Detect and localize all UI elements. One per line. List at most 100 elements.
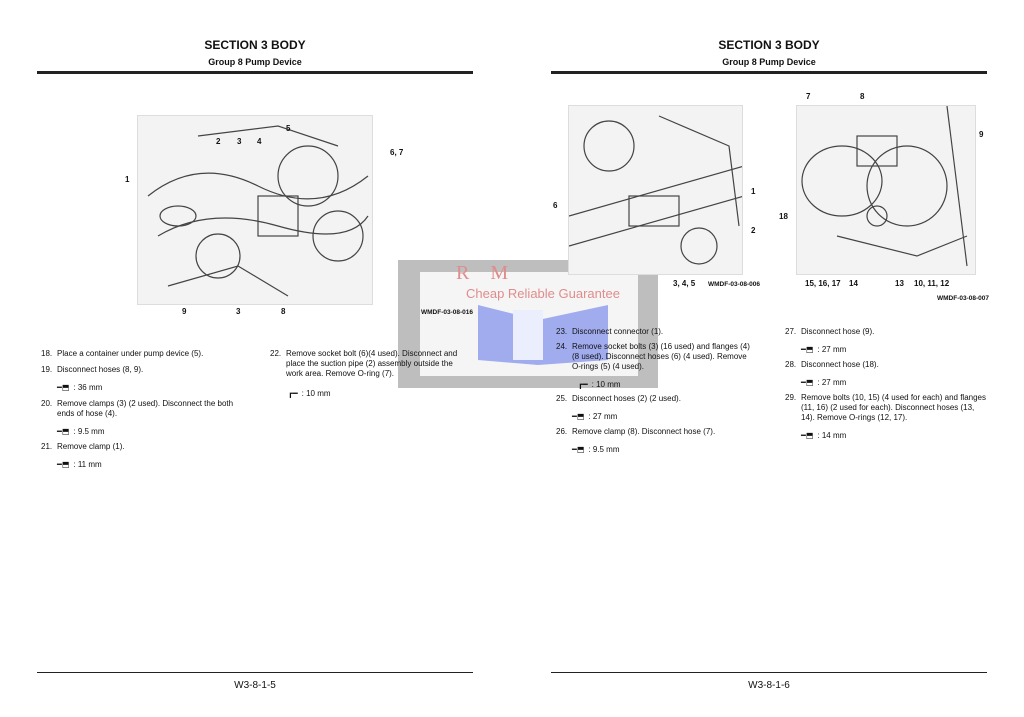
wrench-book-logo-icon — [478, 305, 608, 365]
step-25: 25. Disconnect hoses (2) (2 used). — [556, 394, 756, 404]
step-text: Disconnect connector (1). — [572, 327, 664, 336]
wrench-icon: ━⬒ — [57, 460, 70, 469]
step-20: 20. Remove clamps (3) (2 used). Disconnec… — [41, 399, 251, 419]
steps-col-4: 27.Disconnect hose (9). ━⬒: 27 mm 28.Dis… — [785, 327, 990, 440]
tool-size: : 36 mm — [73, 383, 103, 392]
steps-col-1: 18.Place a container under pump device (… — [41, 349, 251, 469]
callout-9: 9 — [979, 130, 984, 139]
pump-rear-illustration — [796, 105, 976, 275]
tool-size: : 9.5 mm — [588, 445, 620, 454]
callout-9: 9 — [182, 307, 187, 316]
steps-col-3: 23.Disconnect connector (1). 24. Remove s… — [556, 327, 756, 454]
header-rule — [37, 71, 473, 74]
wrench-icon: ━⬒ — [572, 412, 585, 421]
page-number: W3-8-1-6 — [748, 680, 790, 691]
tool-spec: ━⬒: 9.5 mm — [572, 445, 756, 454]
step-num: 19. — [41, 365, 53, 374]
step-text: Remove socket bolt (6)(4 used). Disconne… — [286, 349, 458, 378]
tool-size: : 9.5 mm — [73, 427, 105, 436]
wrench-icon: ━⬒ — [572, 445, 585, 454]
steps-col-2: 22. Remove socket bolt (6)(4 used). Disco… — [270, 349, 460, 398]
step-text: Remove clamp (1). — [57, 442, 125, 451]
callout-10-11-12: 10, 11, 12 — [914, 279, 950, 288]
step-text: Remove clamp (8). Disconnect hose (7). — [572, 427, 716, 436]
wrench-icon: ━⬒ — [801, 345, 814, 354]
step-num: 27. — [785, 327, 797, 336]
tool-size: : 27 mm — [588, 412, 618, 421]
callout-15-16-17: 15, 16, 17 — [805, 279, 841, 288]
callout-18: 18 — [779, 212, 788, 221]
group-title: Group 8 Pump Device — [208, 57, 302, 67]
callout-14: 14 — [849, 279, 858, 288]
step-num: 28. — [785, 360, 797, 369]
tool-spec: ━⬒: 14 mm — [801, 431, 990, 440]
section-title: SECTION 3 BODY — [204, 38, 306, 52]
step-text: Disconnect hoses (2) (2 used). — [572, 394, 681, 403]
callout-8: 8 — [860, 92, 865, 101]
callout-7: 7 — [806, 92, 811, 101]
callout-3-4-5: 3, 4, 5 — [673, 279, 696, 288]
step-num: 18. — [41, 349, 53, 358]
callout-6-7: 6, 7 — [390, 148, 404, 157]
callout-6: 6 — [553, 201, 558, 210]
callout-1: 1 — [125, 175, 130, 184]
tool-spec: ┏━: 10 mm — [288, 389, 460, 398]
step-text: Disconnect hose (18). — [801, 360, 879, 369]
footer-rule — [37, 672, 473, 673]
tool-size: : 11 mm — [73, 460, 102, 469]
callout-3b: 3 — [236, 307, 241, 316]
step-num: 25. — [556, 394, 568, 403]
tool-size: : 14 mm — [817, 431, 847, 440]
tool-size: : 27 mm — [817, 345, 847, 354]
tool-size: : 10 mm — [591, 380, 621, 389]
step-18: 18.Place a container under pump device (… — [41, 349, 251, 359]
pump-illustration — [137, 115, 373, 305]
tool-spec: ━⬒: 36 mm — [57, 383, 251, 392]
step-num: 22. — [270, 349, 282, 358]
callout-8: 8 — [281, 307, 286, 316]
tool-size: : 10 mm — [301, 389, 331, 398]
hex-key-icon: ┏━ — [288, 389, 298, 398]
callout-3: 3 — [237, 137, 242, 146]
header-rule — [551, 71, 987, 74]
step-24: 24. Remove socket bolts (3) (16 used) and… — [556, 342, 756, 372]
connector-drawing — [569, 115, 742, 265]
section-title: SECTION 3 BODY — [718, 38, 820, 52]
callout-5: 5 — [286, 124, 291, 133]
connector-illustration — [568, 105, 743, 275]
callout-1: 1 — [751, 187, 756, 196]
wrench-icon: ━⬒ — [801, 378, 814, 387]
step-text: Disconnect hose (9). — [801, 327, 875, 336]
callout-4: 4 — [257, 137, 262, 146]
figure-code: WMDF-03-08-006 — [708, 281, 761, 288]
step-num: 29. — [785, 393, 797, 402]
watermark: R M Cheap Reliable Guarantee — [398, 260, 658, 388]
step-19: 19.Disconnect hoses (8, 9). — [41, 365, 251, 375]
figure-code: WMDF-03-08-007 — [937, 295, 990, 302]
step-num: 26. — [556, 427, 568, 436]
step-26: 26. Remove clamp (8). Disconnect hose (7)… — [556, 427, 756, 437]
tool-spec: ━⬒: 27 mm — [572, 412, 756, 421]
step-num: 24. — [556, 342, 568, 351]
page-number: W3-8-1-5 — [234, 680, 276, 691]
step-text: Remove clamps (3) (2 used). Disconnect t… — [57, 399, 234, 418]
wrench-icon: ━⬒ — [57, 427, 70, 436]
tool-spec: ━⬒: 9.5 mm — [57, 427, 251, 436]
wrench-icon: ━⬒ — [801, 431, 814, 440]
step-21: 21. Remove clamp (1). — [41, 442, 251, 452]
step-text: Remove socket bolts (3) (16 used) and fl… — [572, 342, 750, 371]
step-num: 20. — [41, 399, 53, 408]
step-29: 29. Remove bolts (10, 15) (4 used for eac… — [785, 393, 990, 423]
tool-spec: ━⬒: 27 mm — [801, 345, 990, 354]
wrench-icon: ━⬒ — [57, 383, 70, 392]
tool-spec: ━⬒: 27 mm — [801, 378, 990, 387]
step-22: 22. Remove socket bolt (6)(4 used). Disco… — [270, 349, 460, 379]
step-num: 21. — [41, 442, 53, 451]
pump-rear-drawing — [801, 106, 968, 267]
tool-size: : 27 mm — [817, 378, 847, 387]
step-text: Remove bolts (10, 15) (4 used for each) … — [801, 393, 986, 422]
hex-key-icon: ┏━ — [578, 380, 588, 389]
figure-code: WMDF-03-08-016 — [421, 309, 474, 316]
step-23: 23.Disconnect connector (1). — [556, 327, 756, 337]
watermark-tagline: Cheap Reliable Guarantee — [466, 286, 620, 301]
